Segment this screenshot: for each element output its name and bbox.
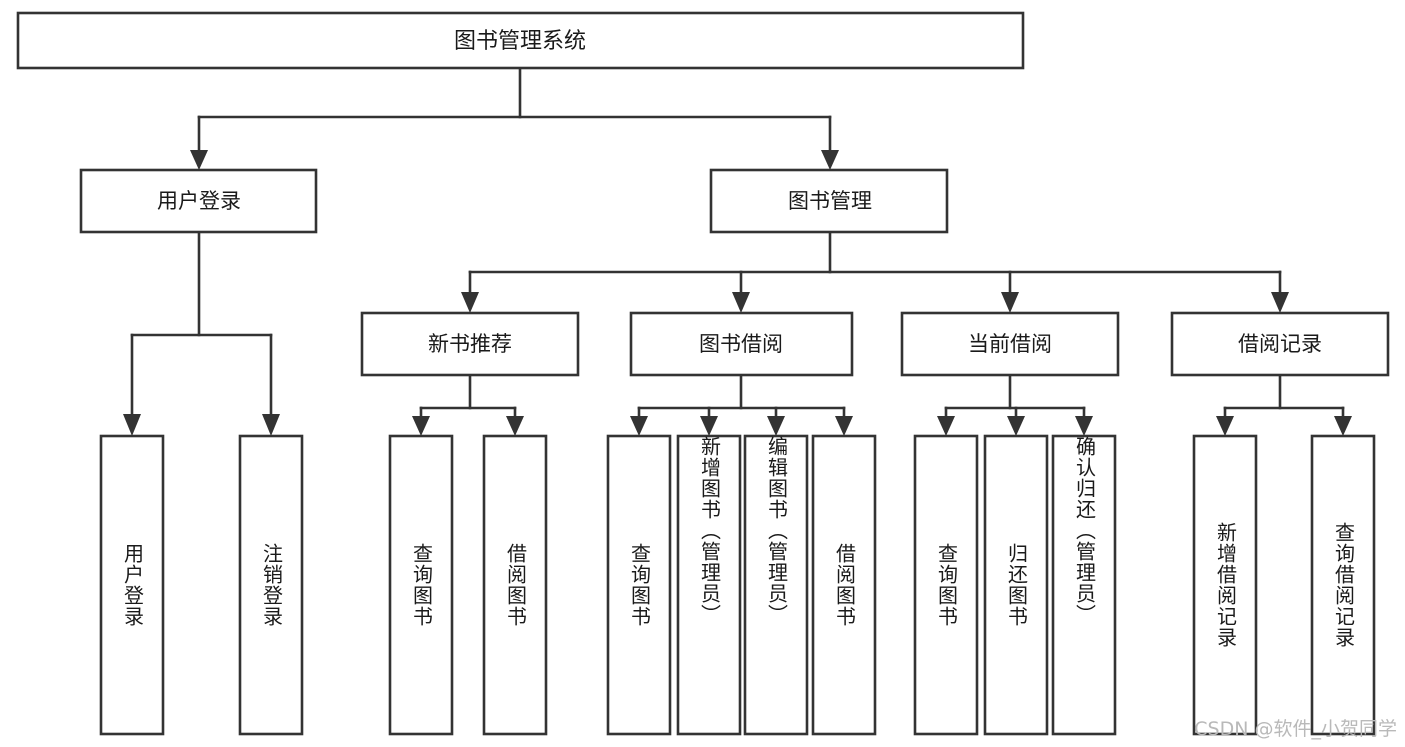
node-current-borrow-label: 当前借阅 [968,332,1052,356]
leaf-box-bb-add-book[interactable] [676,434,742,736]
node-user-login-box[interactable] [79,168,318,234]
arrow-head-leaf-user-login [123,414,141,436]
leaf-box-user-login[interactable] [99,434,165,736]
leaf-box-nb-borrow-book[interactable] [482,434,548,736]
node-user-login-label: 用户登录 [157,189,241,213]
arrow-head-bb-leaf-4 [835,416,853,436]
node-user-login[interactable]: 用户登录 [79,168,318,234]
leaf-box-cb-confirm-return[interactable] [1051,434,1117,736]
leaf-box-cb-return-book[interactable] [983,434,1049,736]
arrow-head-user-login [190,150,208,170]
node-book-borrow[interactable]: 图书借阅 [629,311,854,377]
node-book-borrow-box[interactable] [629,311,854,377]
node-borrow-record-box[interactable] [1170,311,1390,377]
csdn-watermark: CSDN @软件_小贺同学 [1194,718,1397,740]
leaf-box-br-add-record[interactable] [1192,434,1258,736]
leaf-boxes-layer [99,434,1376,736]
arrow-head-current-borrow [1001,292,1019,313]
node-book-manage-label: 图书管理 [788,189,872,213]
leaf-box-br-query-record[interactable] [1310,434,1376,736]
arrow-head-br-leaf-1 [1216,416,1234,436]
node-borrow-record-label: 借阅记录 [1238,332,1322,356]
connectors-layer [123,66,1352,436]
leaf-box-bb-query-book[interactable] [606,434,672,736]
arrow-head-book-manage [821,150,839,170]
node-new-book-recommend-box[interactable] [360,311,580,377]
arrow-head-book-borrow [732,292,750,313]
arrow-head-bb-leaf-3 [767,416,785,436]
arrow-head-bb-leaf-2 [700,416,718,436]
node-current-borrow-box[interactable] [900,311,1120,377]
arrow-head-cb-leaf-3 [1075,416,1093,436]
node-new-book-recommend-label: 新书推荐 [428,332,512,356]
node-book-manage-box[interactable] [709,168,949,234]
node-borrow-record[interactable]: 借阅记录 [1170,311,1390,377]
arrow-head-cb-leaf-1 [937,416,955,436]
leaf-box-bb-borrow-book[interactable] [811,434,877,736]
arrow-head-nb-leaf-2 [506,416,524,436]
arrow-head-br-leaf-2 [1334,416,1352,436]
leaf-box-nb-query-book[interactable] [388,434,454,736]
arrow-head-cb-leaf-2 [1007,416,1025,436]
leaf-box-bb-edit-book[interactable] [743,434,809,736]
node-current-borrow[interactable]: 当前借阅 [900,311,1120,377]
arrow-head-leaf-logout [262,414,280,436]
node-book-manage[interactable]: 图书管理 [709,168,949,234]
leaf-box-cb-query-book[interactable] [913,434,979,736]
leaf-box-logout[interactable] [238,434,304,736]
arrow-head-new-book [461,292,479,313]
arrow-head-bb-leaf-1 [630,416,648,436]
arrow-head-nb-leaf-1 [412,416,430,436]
node-root[interactable]: 图书管理系统 [16,11,1025,70]
arrow-head-borrow-record [1271,292,1289,313]
node-root-label: 图书管理系统 [454,29,586,54]
node-root-box[interactable] [16,11,1025,70]
node-book-borrow-label: 图书借阅 [699,332,783,356]
node-new-book-recommend[interactable]: 新书推荐 [360,311,580,377]
